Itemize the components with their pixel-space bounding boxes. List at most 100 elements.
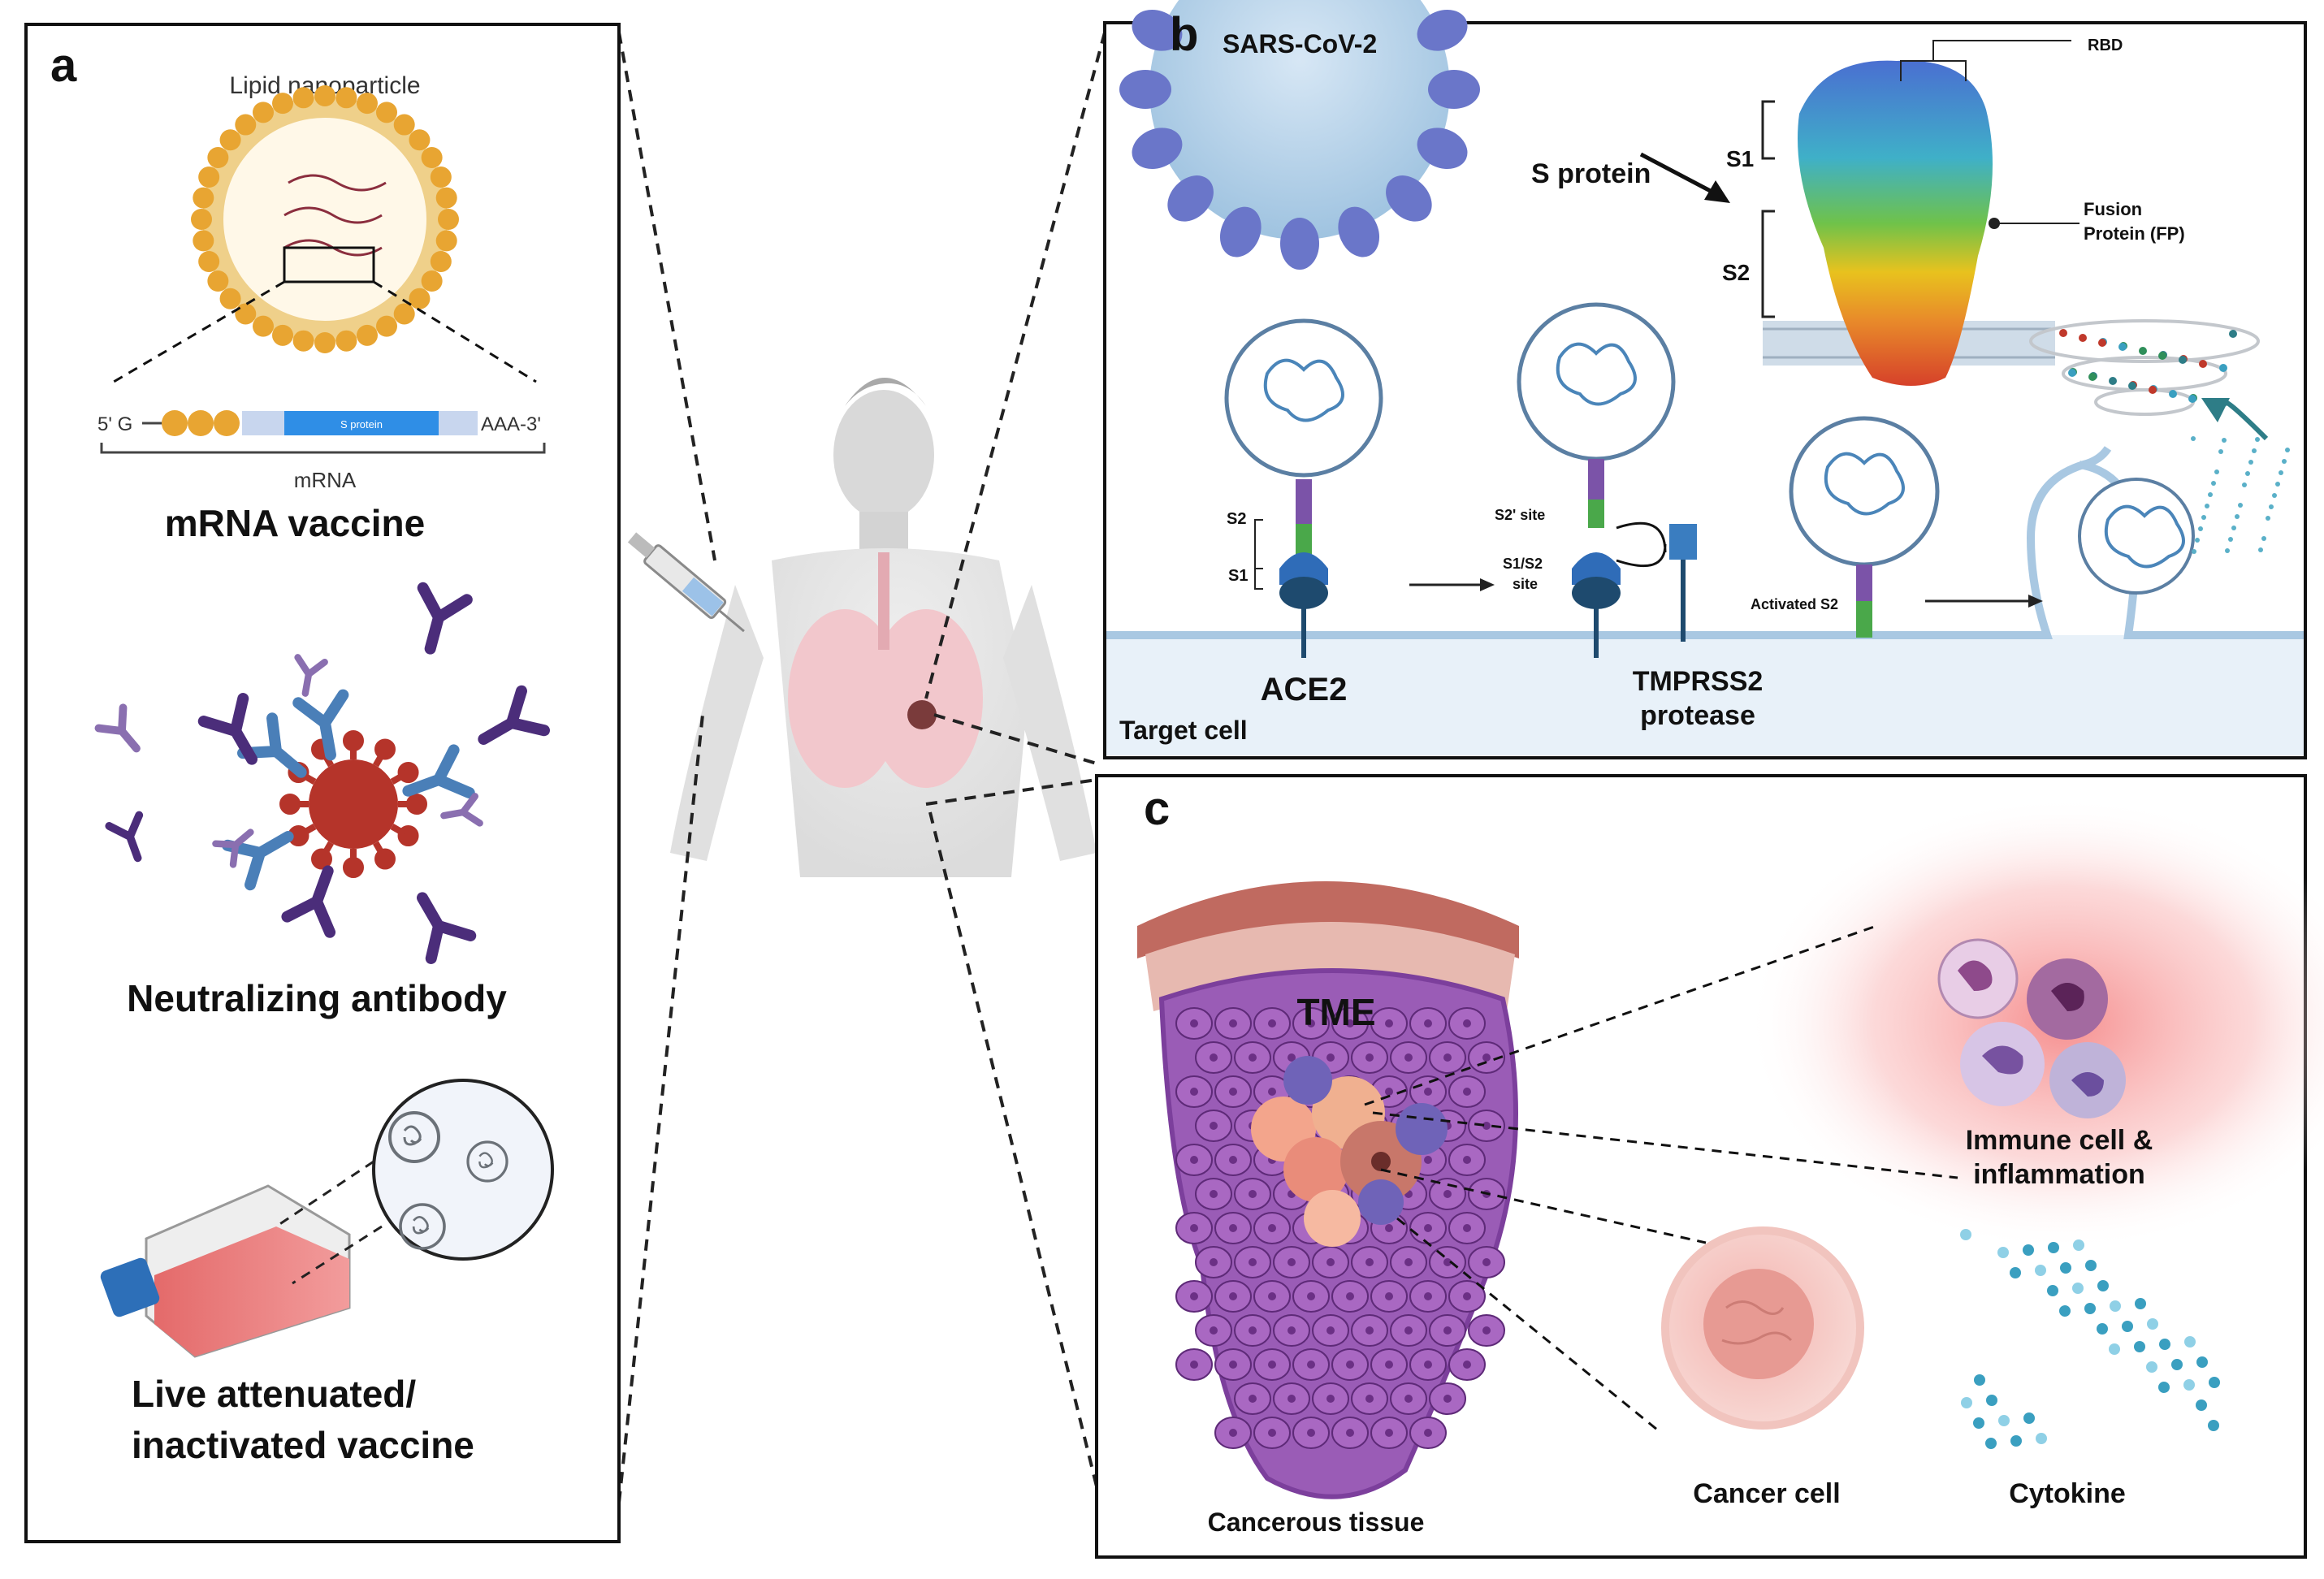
fusion-particle [2211, 481, 2216, 486]
immune-cell-label-line2: inflammation [1973, 1159, 2145, 1190]
culture-flask-illustration [100, 1079, 554, 1358]
lipid-head [335, 330, 357, 352]
tissue-cell-nucleus [1249, 1190, 1257, 1198]
virus-spike-tip [374, 848, 396, 870]
tissue-cell-nucleus [1229, 1429, 1237, 1437]
tissue-cell-nucleus [1463, 1088, 1471, 1096]
cytokine-dot [2171, 1359, 2183, 1370]
panel-c: c TME [1095, 774, 2324, 1559]
cytokine-dot [2134, 1341, 2145, 1352]
tissue-cell-nucleus [1268, 1019, 1276, 1027]
tissue-cell-nucleus [1424, 1292, 1432, 1300]
panel-b-letter: b [1170, 8, 1198, 61]
tissue-cell-nucleus [1424, 1156, 1432, 1164]
tissue-cell-nucleus [1482, 1258, 1491, 1266]
fusion-particle [2199, 360, 2207, 368]
fusion-particle [2231, 526, 2236, 530]
lipid-head [314, 85, 335, 106]
cytokine-dot [2097, 1280, 2109, 1291]
cytokine-label: Cytokine [2009, 1478, 2126, 1509]
fusion-particle [2088, 373, 2097, 381]
spike-glycoprotein [1167, 175, 1214, 222]
tissue-cell-nucleus [1463, 1224, 1471, 1232]
tissue-cell-nucleus [1326, 1258, 1335, 1266]
cytokine-dot [2097, 1323, 2108, 1335]
tissue-cell-nucleus [1463, 1361, 1471, 1369]
cytokine-dots [1960, 1229, 2220, 1449]
cytokine-dot [2183, 1379, 2195, 1391]
s2-label: S2 [1722, 260, 1750, 285]
fusion-particle [2252, 448, 2257, 453]
tissue-cell-nucleus [1365, 1053, 1374, 1062]
cytokine-dot [2048, 1242, 2059, 1253]
fusion-particle [2266, 516, 2270, 521]
tissue-cell-nucleus [1326, 1395, 1335, 1403]
cytokine-dot [2085, 1260, 2097, 1271]
tissue-cell-nucleus [1463, 1019, 1471, 1027]
virus-spike-tip [397, 762, 419, 783]
lipid-head [292, 87, 314, 109]
spike-glycoprotein [1338, 206, 1380, 257]
cytokine-dot [2159, 1339, 2170, 1350]
tissue-cell-nucleus [1404, 1326, 1413, 1335]
tissue-cell-nucleus [1229, 1088, 1237, 1096]
fusion-particle [2228, 537, 2233, 542]
lipid-head [335, 87, 357, 109]
lipid-head [292, 330, 314, 352]
tissue-cell-nucleus [1190, 1088, 1198, 1096]
cytokine-dot [1960, 1229, 1971, 1240]
mrna-strip: 5' G S protein AAA-3' mRNA [97, 410, 546, 492]
tissue-cell-nucleus [1424, 1361, 1432, 1369]
lipid-head [253, 315, 274, 337]
virus-spike-tip [406, 794, 427, 815]
neutralizing-antibody-illustration [98, 588, 543, 958]
tissue-cell-nucleus [1288, 1258, 1296, 1266]
fusion-particle [2179, 356, 2187, 364]
tissue-cell-nucleus [1443, 1190, 1452, 1198]
tissue-cell-nucleus [1268, 1429, 1276, 1437]
tissue-cell-nucleus [1229, 1292, 1237, 1300]
lipid-head [272, 93, 294, 115]
spike-glycoprotein [1132, 9, 1183, 51]
cytokine-dot [1986, 1395, 1997, 1406]
fusion-particle [2188, 395, 2196, 403]
tissue-cell-nucleus [1482, 1053, 1491, 1062]
tissue-cell-nucleus [1307, 1361, 1315, 1369]
fusion-particle [2279, 470, 2283, 475]
tissue-cell-nucleus [1249, 1395, 1257, 1403]
lipid-head [207, 270, 229, 292]
cancerous-tissue-illustration [1137, 881, 1519, 1499]
fusion-particle [2218, 449, 2223, 454]
virus-spike-tip [374, 738, 396, 760]
lipid-head [198, 167, 220, 188]
lipid-head [421, 270, 443, 292]
lipid-head [356, 93, 378, 115]
lipid-head [272, 324, 294, 346]
fusion-label-line1: Fusion [2084, 199, 2142, 219]
tissue-cell-nucleus [1229, 1361, 1237, 1369]
cytokine-dot [2184, 1336, 2196, 1348]
lipid-nanoparticle [191, 85, 459, 353]
lipid-head [235, 114, 257, 136]
lipid-head [193, 230, 214, 252]
fusion-particle [2248, 460, 2253, 465]
cytokine-dot [2035, 1265, 2046, 1276]
tissue-cell-nucleus [1307, 1019, 1315, 1027]
tissue-cell-nucleus [1210, 1326, 1218, 1335]
tissue-cell-nucleus [1443, 1053, 1452, 1062]
cytokine-dot [2010, 1267, 2021, 1278]
connector-lines [617, 32, 1106, 1503]
rbd-label: RBD [2088, 37, 2123, 54]
tissue-cell-nucleus [1385, 1224, 1393, 1232]
tissue-cell-nucleus [1404, 1395, 1413, 1403]
fusion-particle [2128, 382, 2136, 390]
sars-cov-2-label: SARS-CoV-2 [1223, 29, 1377, 58]
activated-s2-label: Activated S2 [1751, 596, 1838, 612]
tissue-cell-nucleus [1424, 1088, 1432, 1096]
tissue-cell-nucleus [1482, 1326, 1491, 1335]
fusion-particle [2192, 549, 2196, 554]
virion-activated-s2 [1789, 416, 1940, 638]
tissue-cell-nucleus [1288, 1395, 1296, 1403]
panel-a: a Lipid nanoparticle 5' G S protein AAA-… [24, 23, 621, 1543]
lipid-head [430, 250, 452, 272]
